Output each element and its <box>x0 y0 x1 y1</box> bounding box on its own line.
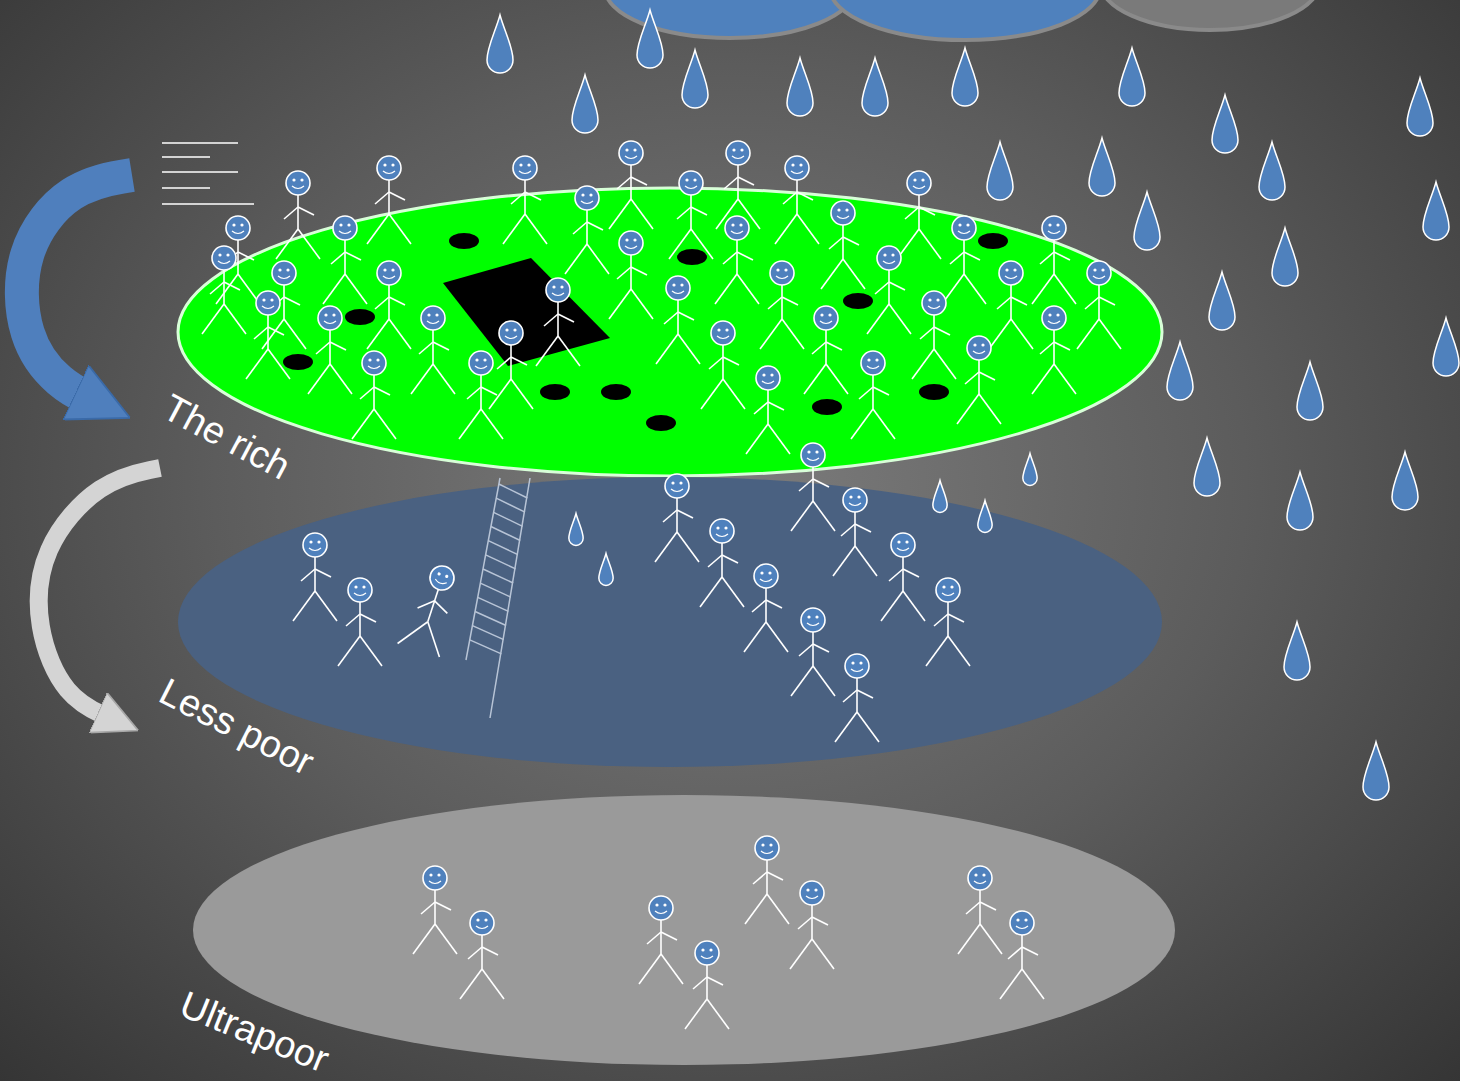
cloud-puff <box>830 0 1100 40</box>
raindrop <box>1407 78 1433 136</box>
raindrop <box>1423 182 1449 240</box>
cloud <box>605 0 1320 40</box>
raindrop <box>1272 228 1298 286</box>
raindrop <box>952 48 978 106</box>
raindrop <box>1209 272 1235 330</box>
raindrop <box>1089 138 1115 196</box>
flow-arrow <box>39 468 160 718</box>
raindrop <box>572 75 598 133</box>
raindrop <box>1259 142 1285 200</box>
raindrop <box>1167 342 1193 400</box>
raindrop <box>1212 95 1238 153</box>
raindrop <box>1392 452 1418 510</box>
band-ellipse <box>178 188 1162 476</box>
band-shape <box>160 478 1170 776</box>
band-ellipse <box>193 795 1175 1065</box>
raindrop <box>682 50 708 108</box>
raindrop <box>1119 48 1145 106</box>
band-shape <box>160 180 1170 478</box>
raindrop <box>787 58 813 116</box>
raindrop <box>1433 318 1459 376</box>
raindrop <box>1134 192 1160 250</box>
cloud-puff <box>1100 0 1320 30</box>
wealth-band: The rich <box>160 180 1170 478</box>
raindrop <box>987 142 1013 200</box>
flow-arrow <box>22 175 132 400</box>
raindrop <box>1284 622 1310 680</box>
wealth-band: Ultrapoor <box>170 790 1180 1081</box>
cloud-puff <box>605 0 855 38</box>
band-ellipse <box>178 477 1162 767</box>
raindrop <box>1023 454 1037 486</box>
wealth-band: Less poor <box>160 478 1170 776</box>
text-icon <box>162 143 254 204</box>
raindrop <box>637 10 663 68</box>
raindrop <box>1297 362 1323 420</box>
raindrop <box>862 58 888 116</box>
raindrop <box>1363 742 1389 800</box>
raindrop <box>1194 438 1220 496</box>
raindrop <box>487 15 513 73</box>
raindrop <box>1287 472 1313 530</box>
